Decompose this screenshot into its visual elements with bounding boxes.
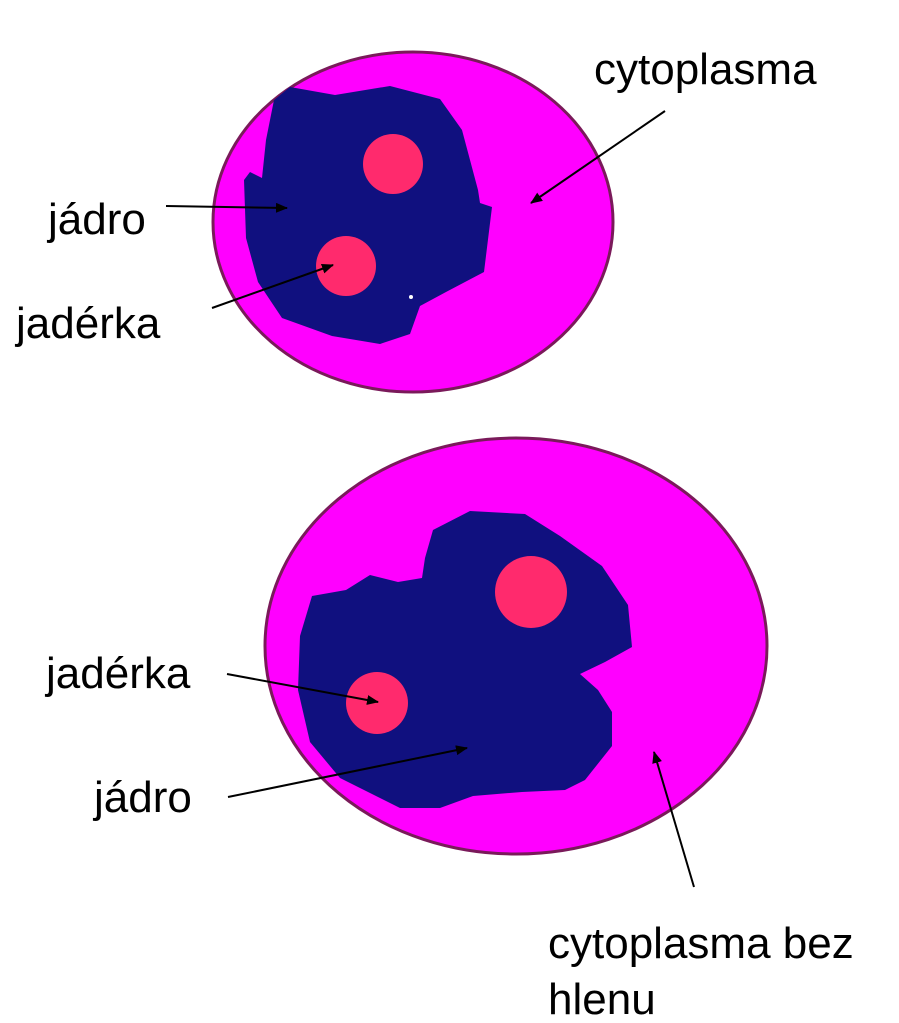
label-cell2-cytoplasm-line1: cytoplasma bez	[548, 919, 854, 968]
cell-1-nucleolus-lower	[316, 236, 376, 296]
cell-1	[213, 52, 613, 392]
cell-2-nucleolus-upper	[495, 556, 567, 628]
cell-2	[265, 438, 767, 854]
label-cell2-nucleus: jádro	[92, 773, 192, 822]
label-cell2-cytoplasm-line2: hlenu	[548, 975, 656, 1023]
cell-1-nucleolus-upper	[363, 134, 423, 194]
label-cell2-nucleoli: jadérka	[44, 649, 191, 698]
label-cell1-nucleus: jádro	[46, 195, 146, 244]
cell-1-speck	[409, 295, 413, 299]
label-cell1-nucleoli: jadérka	[14, 299, 161, 348]
cell-2-nucleolus-lower	[346, 672, 408, 734]
label-cell1-cytoplasm: cytoplasma	[594, 45, 817, 94]
